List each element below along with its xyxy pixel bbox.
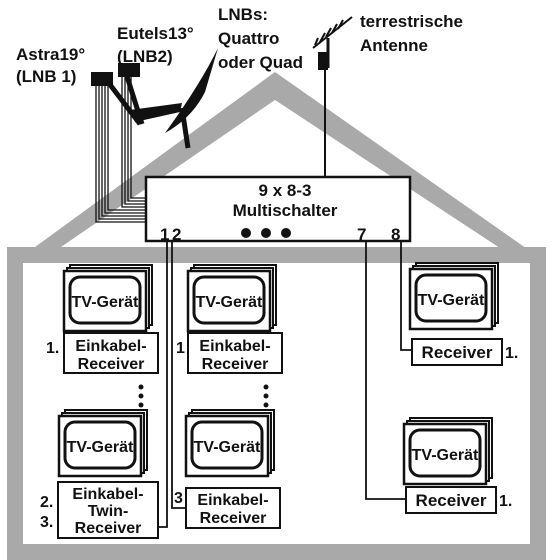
receiver-number-2: 2. <box>40 494 53 511</box>
dots-icon-3 <box>281 228 291 238</box>
receiver-number-3a: 3. <box>40 514 53 531</box>
tv-label: TV-Gerät <box>418 292 485 309</box>
lnbs-label-line1: LNBs: <box>218 5 268 24</box>
lnb2-icon <box>118 63 140 77</box>
receiver-number-1a: 1. <box>46 340 59 357</box>
einkabel-receiver-line1: Einkabel- <box>197 492 268 509</box>
tv-set-4: TV-Gerät <box>57 408 149 478</box>
tv-label: TV-Gerät <box>196 294 263 311</box>
antenna-label-line1: terrestrische <box>360 12 463 31</box>
twin-receiver-line1: Einkabel- <box>72 486 143 503</box>
receiver-number-1c: 1. <box>505 345 518 362</box>
ellipsis-mid <box>263 384 269 408</box>
port-7-label: 7 <box>357 225 366 244</box>
house-roof <box>20 72 540 258</box>
lnb2-cables <box>121 77 148 208</box>
eutels-label-line2: (LNB2) <box>117 47 173 66</box>
tv-set-1: TV-Gerät <box>62 263 154 333</box>
einkabel-receiver-2: Einkabel- Receiver <box>187 332 283 374</box>
port-2-label: 2 <box>172 225 181 244</box>
lnbs-label-line3: oder Quad <box>218 53 303 72</box>
tv-set-6: TV-Gerät <box>402 416 494 486</box>
output-cables <box>158 242 412 528</box>
dots-icon <box>241 228 251 238</box>
einkabel-receiver-line1: Einkabel- <box>199 338 270 355</box>
receiver-label: Receiver <box>416 491 487 510</box>
twin-receiver-line2: Twin- <box>88 503 129 520</box>
port-1-label: 1 <box>160 225 169 244</box>
multiswitch-title-line2: Multischalter <box>233 201 338 220</box>
einkabel-receiver-line2: Receiver <box>202 356 269 373</box>
antenna-label-line2: Antenne <box>360 36 428 55</box>
lnbs-label-line2: Quattro <box>218 29 279 48</box>
antenna-icon <box>312 16 353 178</box>
astra-label-line2: (LNB 1) <box>16 67 76 86</box>
einkabel-receiver-line2: Receiver <box>200 510 267 527</box>
port-8-label: 8 <box>391 225 400 244</box>
multiswitch-box <box>144 175 412 243</box>
einkabel-receiver-line1: Einkabel- <box>75 338 146 355</box>
receiver-label: Receiver <box>422 343 493 362</box>
einkabel-receiver-line2: Receiver <box>78 356 145 373</box>
tv-set-5: TV-Gerät <box>184 408 276 478</box>
receiver-number-1d: 1. <box>499 493 512 510</box>
tv-set-3: TV-Gerät <box>408 261 500 331</box>
ellipsis-left <box>138 384 144 408</box>
house-wall <box>7 247 546 560</box>
tv-set-2: TV-Gerät <box>186 263 278 333</box>
twin-receiver-line3: Receiver <box>75 520 142 537</box>
receiver-right-bottom: Receiver <box>405 486 497 514</box>
einkabel-receiver-1: Einkabel- Receiver <box>63 332 159 374</box>
tv-label: TV-Gerät <box>412 447 479 464</box>
einkabel-receiver-3: Einkabel- Receiver <box>185 487 281 529</box>
tv-label: TV-Gerät <box>67 439 134 456</box>
astra-label-line1: Astra19° <box>16 45 85 64</box>
lnb1-icon <box>91 72 113 86</box>
tv-label: TV-Gerät <box>72 294 139 311</box>
receiver-number-1b: 1 <box>176 340 185 357</box>
tv-label: TV-Gerät <box>194 439 261 456</box>
dots-icon-2 <box>261 228 271 238</box>
eutels-label-line1: Eutels13° <box>117 24 194 43</box>
lnb1-cables <box>95 86 148 223</box>
receiver-right-top: Receiver <box>411 338 503 366</box>
receiver-number-3b: 3 <box>174 490 183 507</box>
einkabel-twin-receiver: Einkabel- Twin- Receiver <box>57 481 159 539</box>
multiswitch-title-line1: 9 x 8-3 <box>259 181 312 200</box>
